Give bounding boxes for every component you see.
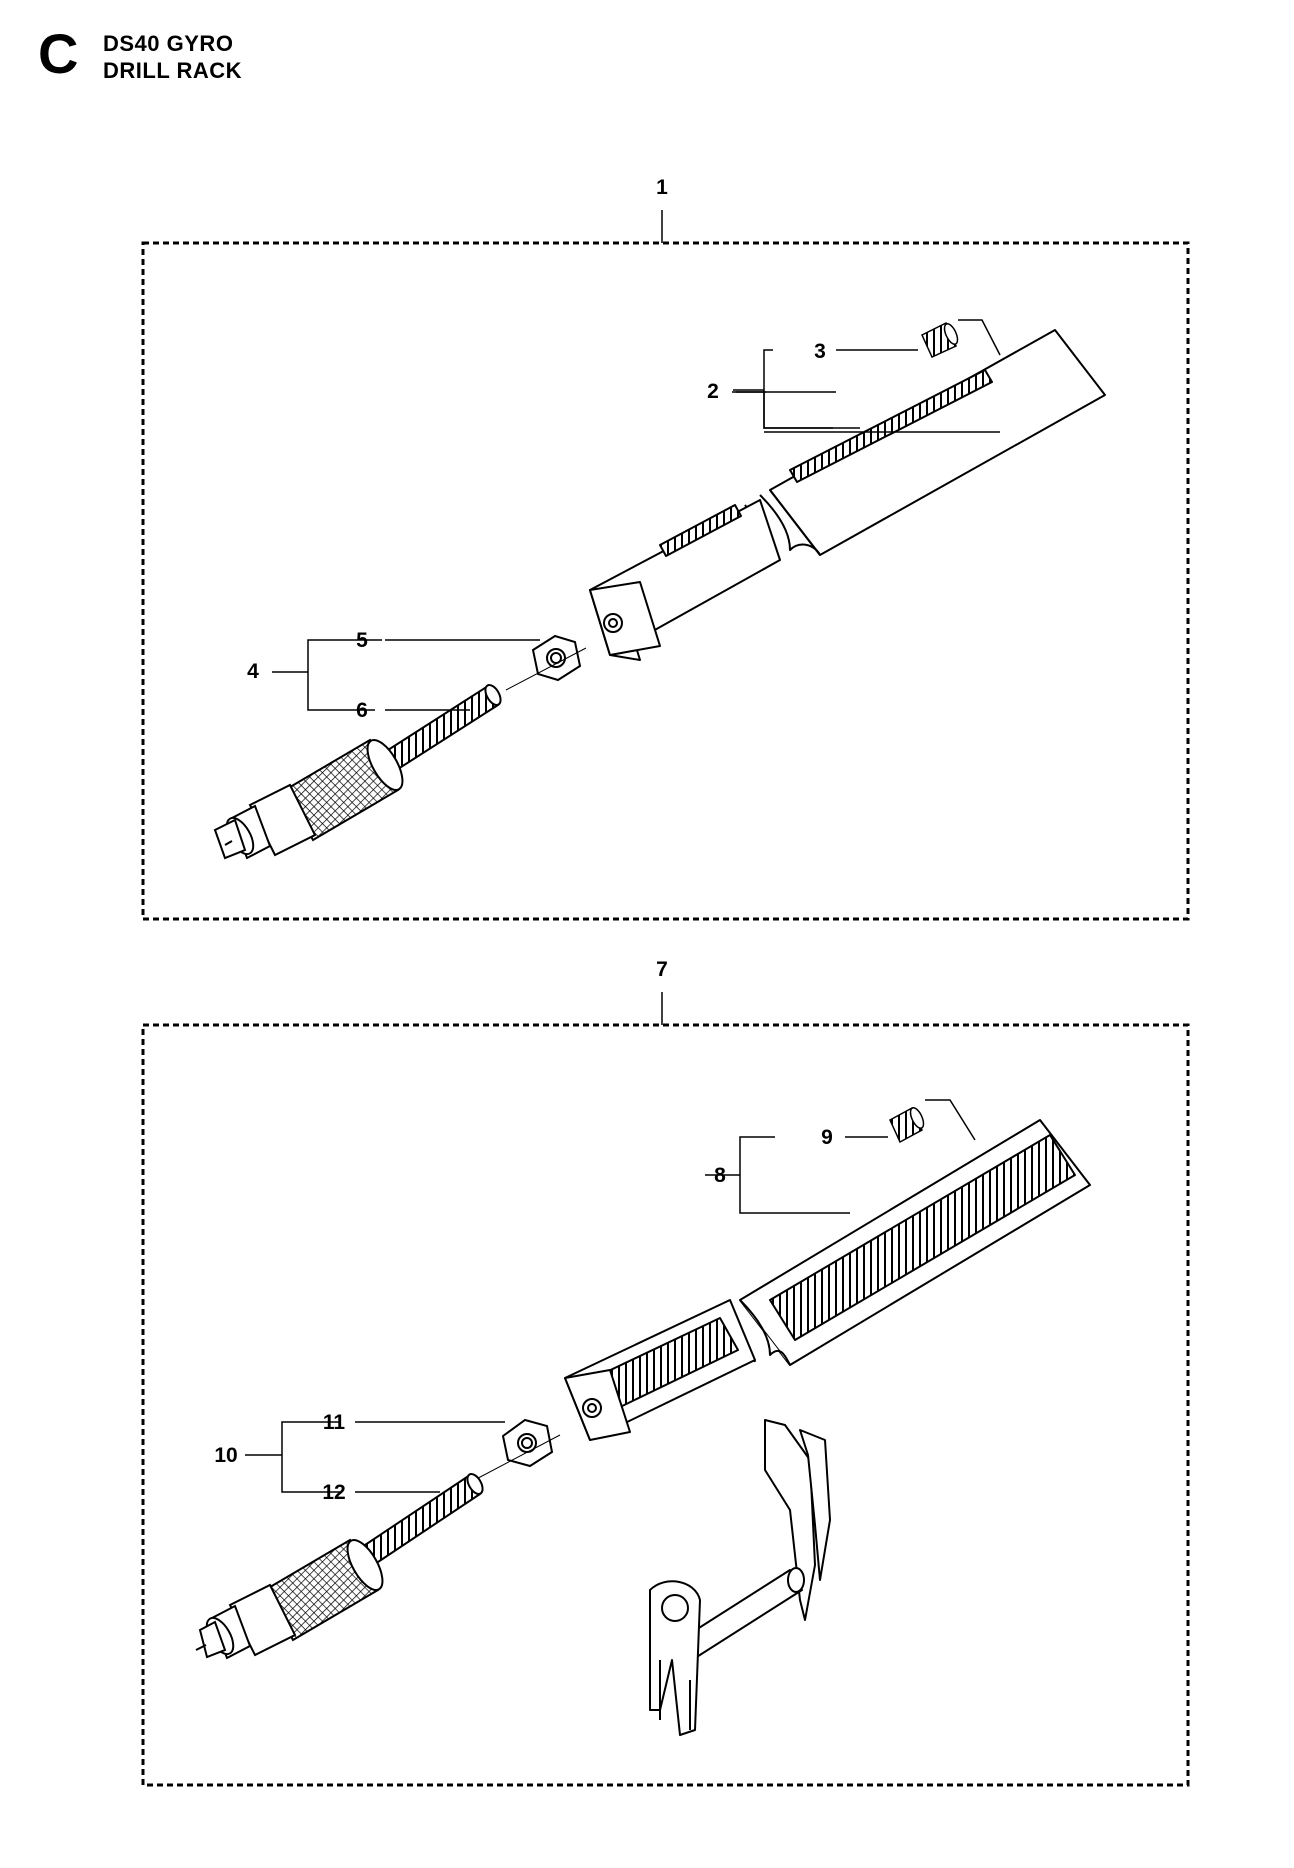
callout-9: 9 <box>821 1126 833 1149</box>
callout-5: 5 <box>356 629 368 652</box>
support-bracket <box>649 1419 831 1736</box>
callout-3: 3 <box>814 340 826 363</box>
callout-2: 2 <box>707 380 719 403</box>
rod-part-6 <box>213 684 502 860</box>
callout-10: 10 <box>214 1444 237 1467</box>
set-screw-part-3 <box>921 321 959 358</box>
panel-kit-1: 1 3 2 5 4 6 <box>141 176 1190 921</box>
rack-part-2 <box>589 329 1106 661</box>
set-screw-part-9 <box>889 1106 925 1144</box>
model-name: DS40 GYRO <box>103 31 234 56</box>
rod-part-12 <box>195 1473 484 1660</box>
callout-7: 7 <box>656 958 668 981</box>
rack-part-8 <box>564 1119 1091 1441</box>
callout-4: 4 <box>247 660 259 683</box>
callout-leaders-2 <box>245 1099 976 1493</box>
callout-leaders-1 <box>272 319 1001 711</box>
callout-1: 1 <box>656 176 668 199</box>
callout-8: 8 <box>714 1164 726 1187</box>
nut-part-11 <box>501 1418 554 1468</box>
callout-6: 6 <box>356 699 368 722</box>
callout-12: 12 <box>322 1481 345 1504</box>
page-title: DRILL RACK <box>103 58 243 83</box>
panel-kit-7: 7 9 8 11 10 12 <box>141 958 1190 1787</box>
section-letter: C <box>38 22 79 85</box>
callout-11: 11 <box>323 1411 346 1434</box>
nut-part-5 <box>531 634 582 682</box>
